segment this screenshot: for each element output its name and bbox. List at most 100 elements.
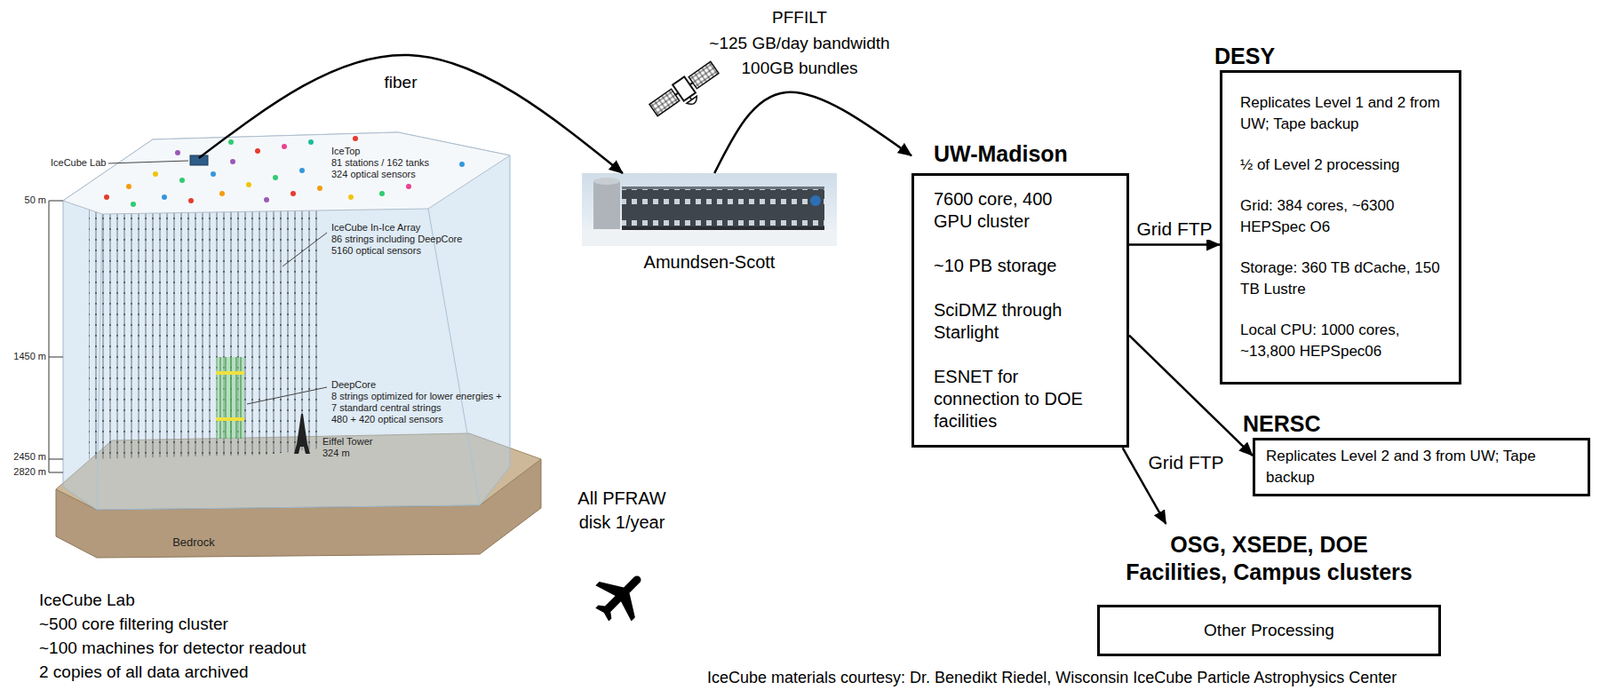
node-text: Replicates Level 1 and 2 from UW; Tape b…: [1240, 92, 1447, 136]
label-text: 324 optical sensors: [331, 168, 416, 181]
leader-line: [246, 387, 327, 405]
tank-dot: [130, 201, 136, 207]
node-text: 7600 core, 400 GPU cluster: [933, 188, 1091, 233]
node-heading: DESY: [1214, 42, 1473, 71]
facility-box: UW-Madison 7600 core, 400 GPU cluster~10 …: [911, 140, 1130, 448]
label-text: 50 m: [24, 194, 47, 207]
depth-tick: [48, 357, 64, 359]
ice-volume: [63, 132, 510, 510]
node-text: Grid: 384 cores, ~6300 HEPSpec O6: [1240, 195, 1447, 239]
node-text: IceCube Lab: [39, 588, 462, 613]
leader-line: [108, 160, 189, 164]
deepcore-string: [235, 357, 237, 439]
solar-panel: [649, 88, 680, 116]
tank-dot: [263, 197, 270, 203]
airplane-icon: [584, 559, 659, 634]
label-text: 2450 m: [13, 451, 47, 463]
node-text: Local CPU: 1000 cores, ~13,800 HEPSpec06: [1240, 319, 1447, 363]
solar-panel: [688, 61, 719, 88]
box-border: Replicates Level 2 and 3 from UW; Tape b…: [1252, 437, 1591, 497]
tank-dot: [281, 143, 287, 150]
tank-dot: [272, 175, 279, 181]
satellite-dish: [686, 95, 700, 107]
tank-dot: [103, 194, 110, 200]
tank-dot: [405, 183, 412, 190]
deepcore-region: [215, 357, 245, 439]
label-text: 86 strings including DeepCore: [331, 233, 462, 246]
tank-dot: [299, 167, 305, 174]
tank-dot: [219, 191, 225, 197]
tank-dot: [459, 161, 465, 168]
depth-tick: [48, 200, 64, 202]
deepcore-string: [239, 357, 241, 439]
eiffel-tower-icon: [294, 413, 311, 454]
label-text: DeepCore: [331, 379, 376, 391]
deepcore-string: [224, 357, 226, 439]
tank-dot: [348, 194, 354, 200]
connector-group: [199, 55, 1253, 525]
node-text: ~500 core filtering cluster: [39, 612, 462, 637]
tank-dot: [254, 148, 261, 154]
label-text: IceCube materials courtesy: Dr. Benedikt…: [707, 668, 1397, 688]
tank-dot: [379, 191, 385, 197]
station-silo-top: [593, 177, 621, 185]
data-flow-arrow: [199, 55, 623, 174]
tank-dot: [317, 185, 323, 192]
box-border: Replicates Level 1 and 2 from UW; Tape b…: [1219, 70, 1462, 385]
facility-box: DESY Replicates Level 1 and 2 from UW; Ta…: [1214, 42, 1473, 385]
tank-dot: [352, 135, 359, 142]
node-heading: NERSC: [1242, 410, 1592, 438]
edge-label: fiber: [382, 72, 420, 94]
station-windows: [621, 189, 825, 227]
tank-dot: [246, 182, 252, 188]
label-text: IceCube In-Ice Array: [331, 222, 421, 234]
facility-box: OSG, XSEDE, DOE Facilities, Campus clust…: [1097, 524, 1441, 657]
node-text: Amundsen-Scott: [581, 251, 837, 274]
node-heading: UW-Madison: [911, 140, 1130, 168]
node-text: Replicates Level 2 and 3 from UW; Tape b…: [1265, 445, 1577, 489]
label-text: All PFRAW disk 1/year: [572, 486, 672, 535]
tank-dot: [188, 198, 194, 204]
tank-dot: [126, 183, 132, 190]
node-text: 2 copies of all data archived: [39, 660, 462, 685]
satellite-icon: [647, 59, 725, 126]
label-text: 8 strings optimized for lower energies +: [331, 390, 502, 403]
data-flow-arrow: [714, 92, 912, 174]
station-sky: [581, 173, 837, 247]
ice-edge: [428, 208, 480, 506]
box-border: Other Processing: [1097, 604, 1441, 657]
tank-dot: [152, 171, 159, 177]
node-text: Storage: 360 TB dCache, 150 TB Lustre: [1240, 257, 1447, 301]
deepcore-band: [215, 417, 245, 422]
tank-dot: [290, 191, 296, 197]
icetop-surface: [63, 132, 510, 215]
label-text: IceCube Lab: [50, 157, 106, 169]
deepcore-string: [230, 357, 231, 439]
facility-box: NERSC Replicates Level 2 and 3 from UW; T…: [1242, 410, 1592, 497]
tank-dot: [179, 177, 185, 184]
label-text: 7 standard central strings: [331, 402, 442, 414]
edge-label: PFFILT: [770, 7, 829, 29]
tank-dot: [210, 171, 216, 177]
icetop-tanks: [103, 135, 465, 207]
label-text: Bedrock: [172, 535, 215, 550]
node-text: ½ of Level 2 processing: [1240, 154, 1447, 176]
node-text: Other Processing: [1112, 620, 1426, 642]
label-text: ~125 GB/day bandwidth: [708, 32, 890, 54]
box-border: 7600 core, 400 GPU cluster~10 PB storage…: [911, 173, 1130, 448]
tank-dot: [228, 139, 234, 145]
tank-dot: [230, 159, 236, 165]
station-snow: [581, 229, 837, 247]
leader-line: [282, 232, 327, 267]
edge-label: Grid FTP: [1134, 217, 1214, 240]
label-text: Eiffel Tower: [322, 436, 373, 448]
label-text: 324 m: [322, 447, 351, 460]
label-text: 1450 m: [13, 350, 47, 363]
deepcore-string: [219, 357, 221, 439]
node-text: SciDMZ through Starlight: [933, 299, 1091, 344]
station-site: Amundsen-Scott: [581, 173, 837, 274]
label-text: IceTop: [331, 145, 360, 158]
tank-dot: [308, 139, 314, 145]
depth-tick: [48, 459, 64, 461]
satellite-body: [672, 76, 696, 101]
